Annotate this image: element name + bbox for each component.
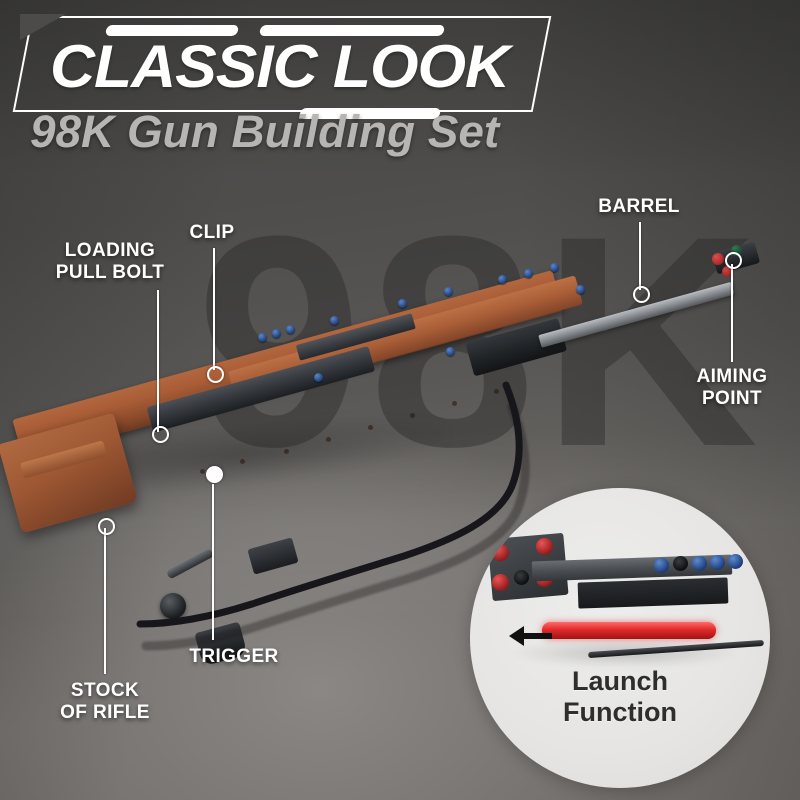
- inset-blue-pin: [654, 558, 669, 573]
- callout-label-clip: CLIP: [189, 222, 235, 243]
- technic-pin: [330, 316, 339, 325]
- callout-label-loading-pull-bolt: LOADING PULL BOLT: [55, 240, 165, 283]
- muzzle-red-pin-1: [712, 253, 724, 265]
- callout-leader-clip: [213, 248, 215, 370]
- inset-projectile: [542, 622, 716, 639]
- callout-leader-aiming-point: [731, 264, 733, 362]
- technic-pin: [398, 299, 407, 308]
- callout-leader-loading-pull-bolt: [157, 290, 159, 432]
- brick-stud: [200, 469, 205, 474]
- callout-marker-trigger: [206, 466, 223, 483]
- muzzle-red-pin-2: [722, 266, 733, 277]
- technic-pin: [272, 329, 281, 338]
- page-title: CLASSIC LOOK: [50, 33, 510, 100]
- launch-direction-arrow-icon: [509, 626, 552, 646]
- inset-red-pin: [492, 544, 509, 561]
- inset-axle-hole: [514, 570, 529, 585]
- technic-pin: [524, 269, 533, 278]
- callout-marker-barrel: [633, 286, 650, 303]
- inset-caption: Launch Function: [563, 666, 677, 727]
- inset-blue-pin: [728, 554, 743, 569]
- technic-pin: [498, 275, 507, 284]
- callout-label-barrel: BARREL: [598, 196, 680, 217]
- callout-label-aiming-point: AIMING POINT: [696, 366, 768, 409]
- technic-pin: [314, 373, 323, 382]
- technic-pin: [550, 263, 559, 272]
- rifle-bolt-knob: [160, 593, 186, 619]
- inset-red-pin: [492, 574, 509, 591]
- inset-red-pin: [536, 538, 553, 555]
- brick-stud: [494, 389, 499, 394]
- callout-marker-aiming-point: [725, 252, 742, 269]
- inset-blue-pin: [692, 556, 707, 571]
- inset-blue-pin: [710, 555, 725, 570]
- callout-label-stock-of-rifle: STOCK OF RIFLE: [60, 680, 150, 723]
- brick-stud: [326, 437, 331, 442]
- technic-pin: [576, 285, 585, 294]
- callout-label-trigger: TRIGGER: [189, 646, 279, 667]
- inset-axle-hole: [673, 556, 688, 571]
- callout-leader-barrel: [639, 222, 641, 290]
- muzzle-green-pin: [731, 245, 742, 256]
- technic-pin: [444, 287, 453, 296]
- rifle-bolt-arm: [165, 548, 215, 580]
- callout-marker-clip: [207, 366, 224, 383]
- brick-stud: [284, 449, 289, 454]
- brick-stud: [368, 425, 373, 430]
- brick-stud: [452, 401, 457, 406]
- callout-leader-stock-of-rifle: [104, 528, 106, 674]
- inset-rail-lower: [577, 577, 729, 609]
- technic-pin: [258, 333, 267, 342]
- technic-pin: [446, 347, 455, 356]
- headline-block: CLASSIC LOOK: [12, 14, 552, 119]
- technic-pin: [286, 325, 295, 334]
- callout-leader-trigger: [212, 484, 214, 640]
- launch-function-inset: Launch Function: [470, 488, 770, 788]
- brick-stud: [410, 413, 415, 418]
- rifle-magazine: [247, 537, 299, 575]
- page-subtitle: 98K Gun Building Set: [30, 106, 500, 157]
- callout-marker-stock-of-rifle: [98, 518, 115, 535]
- callout-marker-loading-pull-bolt: [152, 426, 169, 443]
- brick-stud: [240, 459, 245, 464]
